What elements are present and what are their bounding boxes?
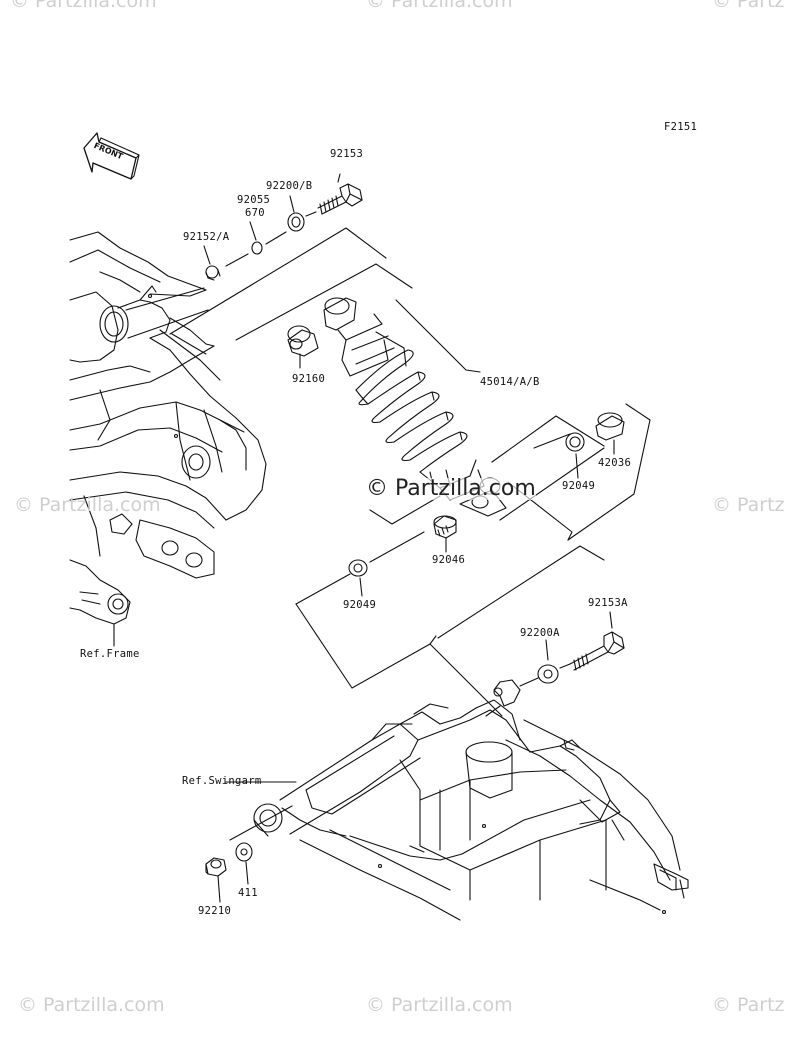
part-label-92049-left[interactable]: 92049 <box>343 599 377 611</box>
part-label-92152a[interactable]: 92152/A <box>183 231 230 243</box>
part-label-92210[interactable]: 92210 <box>198 905 232 917</box>
ref-frame-label[interactable]: Ref.Frame <box>80 648 140 660</box>
part-label-92049-right[interactable]: 92049 <box>562 480 596 492</box>
part-label-92055[interactable]: 92055 <box>237 194 271 206</box>
right-bushing-group <box>565 412 625 479</box>
front-arrow-icon <box>83 132 140 180</box>
ref-swingarm-label[interactable]: Ref.Swingarm <box>182 775 262 787</box>
sleeve-92160-drawing <box>287 325 319 369</box>
part-label-92046[interactable]: 92046 <box>432 554 466 566</box>
watermark-mid-right: © Partz <box>712 494 785 516</box>
diagram-code: F2151 <box>664 121 698 133</box>
watermark-top-left: © Partzilla.com <box>10 0 157 12</box>
nut-washer-drawing <box>205 842 253 903</box>
lower-bushing-group <box>295 495 605 717</box>
watermark-center: © Partzilla.com <box>366 476 536 501</box>
swingarm-drawing <box>225 679 689 921</box>
lower-bolt-group <box>519 611 625 687</box>
part-label-92200a[interactable]: 92200A <box>520 627 560 639</box>
part-label-670[interactable]: 670 <box>245 207 265 219</box>
shock-absorber-drawing <box>323 297 651 541</box>
watermark-top-right: © Partz <box>712 0 785 12</box>
part-label-42036[interactable]: 42036 <box>598 457 632 469</box>
part-label-92160[interactable]: 92160 <box>292 373 326 385</box>
watermark-bottom-left: © Partzilla.com <box>18 994 165 1016</box>
part-label-92200b[interactable]: 92200/B <box>266 180 313 192</box>
part-label-411[interactable]: 411 <box>238 887 258 899</box>
watermark-top-center: © Partzilla.com <box>366 0 513 12</box>
watermark-bottom-right: © Partz <box>712 994 785 1016</box>
upper-bolt-group <box>169 173 413 355</box>
watermark-bottom-center: © Partzilla.com <box>366 994 513 1016</box>
frame-drawing <box>69 231 267 647</box>
part-label-45014[interactable]: 45014/A/B <box>480 376 540 388</box>
part-label-92153[interactable]: 92153 <box>330 148 364 160</box>
watermark-mid-left: © Partzilla.com <box>14 494 161 516</box>
part-label-92153a[interactable]: 92153A <box>588 597 628 609</box>
